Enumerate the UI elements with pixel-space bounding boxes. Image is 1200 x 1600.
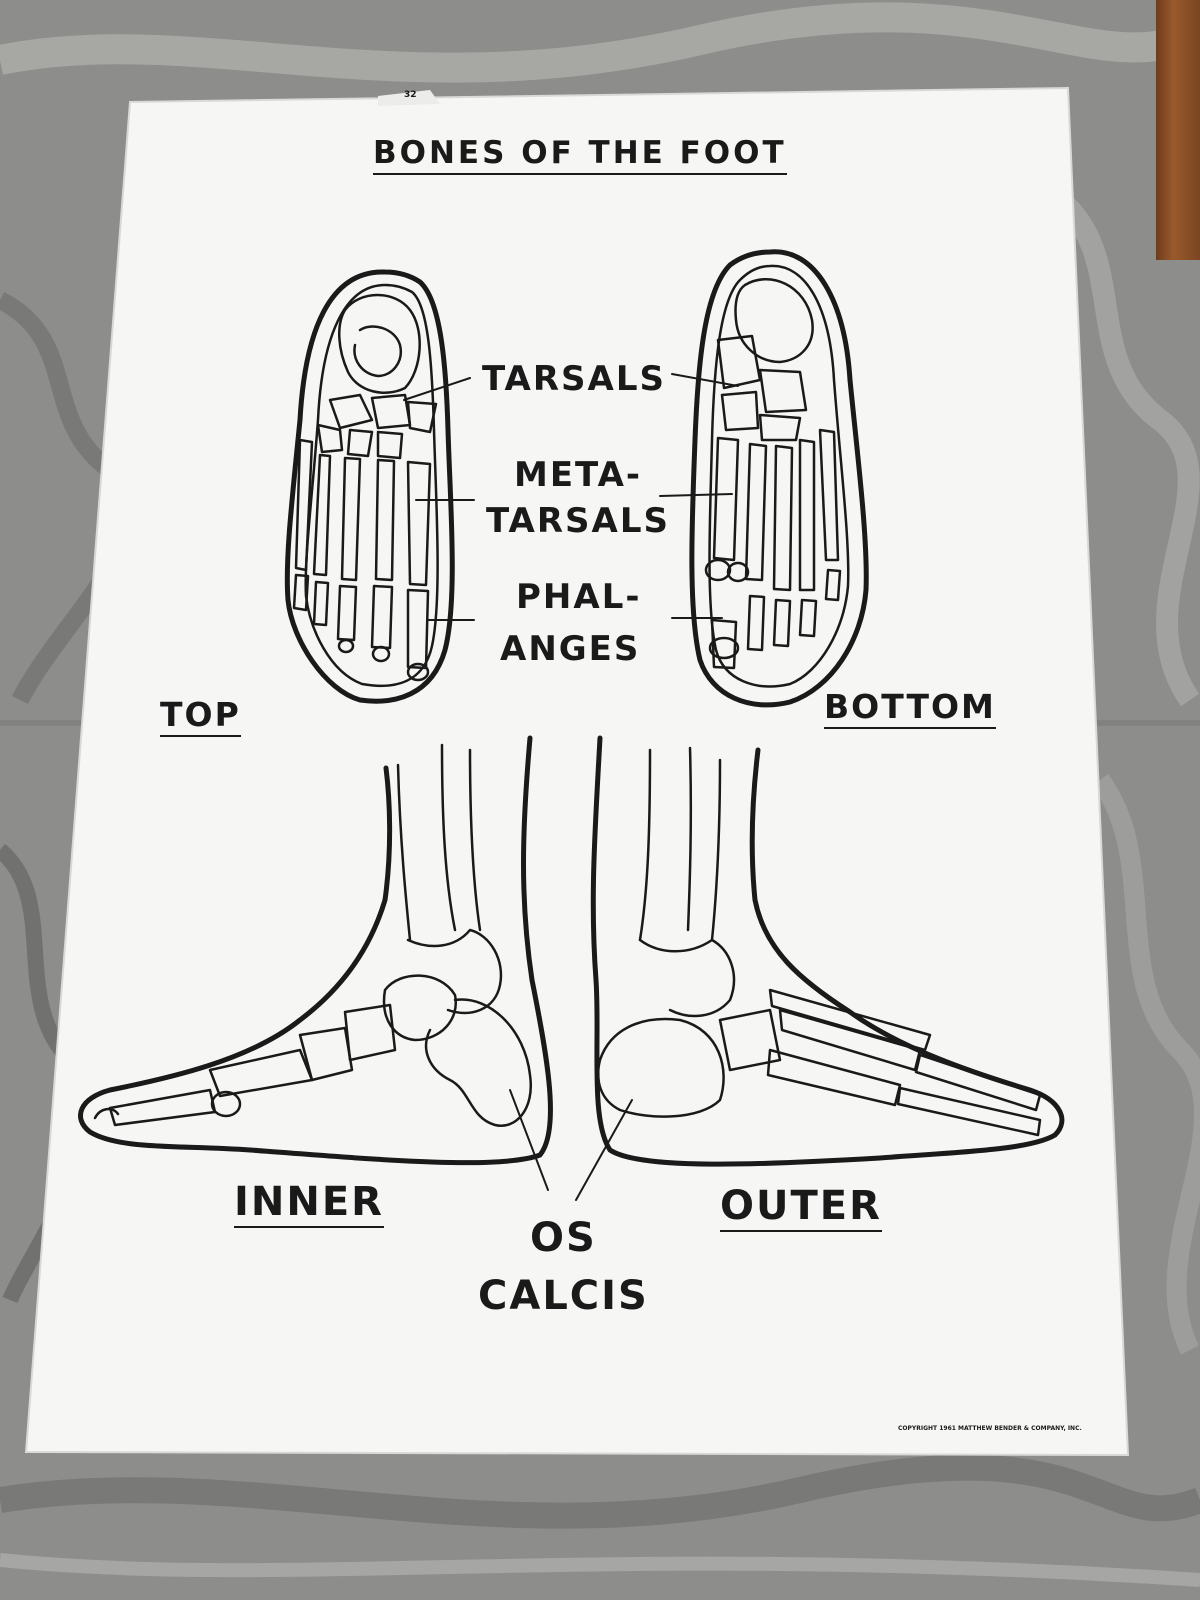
foot-bottom-view <box>689 249 869 708</box>
label-tarsals: TARSALS <box>482 359 666 399</box>
label-outer-view: OUTER <box>720 1186 882 1232</box>
os-calcis-pointer-outer <box>575 1099 633 1201</box>
label-metatarsals-line1: META- <box>514 455 643 495</box>
tarsals-pointer-right <box>671 373 739 387</box>
label-inner-view: INNER <box>234 1182 384 1228</box>
label-metatarsals-line2: TARSALS <box>486 501 670 541</box>
label-bottom-view: BOTTOM <box>824 690 996 729</box>
label-phalanges-line1: PHAL- <box>516 577 642 617</box>
foot-top-view <box>284 269 455 704</box>
metatarsals-pointer-right <box>659 493 733 497</box>
poster-title: BONES OF THE FOOT <box>373 138 787 175</box>
tarsals-pointer-left <box>403 377 471 401</box>
foot-outer-side-view <box>590 735 1065 1167</box>
index-tab-number: 32 <box>404 90 417 100</box>
label-top-view: TOP <box>160 698 241 737</box>
foot-inner-side-view <box>78 735 553 1166</box>
label-os-calcis-line1: OS <box>530 1215 597 1261</box>
os-calcis-pointer-inner <box>509 1089 549 1191</box>
copyright-notice: COPYRIGHT 1961 MATTHEW BENDER & COMPANY,… <box>898 1425 1082 1432</box>
label-os-calcis-line2: CALCIS <box>478 1273 649 1319</box>
wooden-frame-edge <box>1156 0 1200 260</box>
label-phalanges-line2: ANGES <box>500 629 641 669</box>
index-tab <box>378 90 440 106</box>
